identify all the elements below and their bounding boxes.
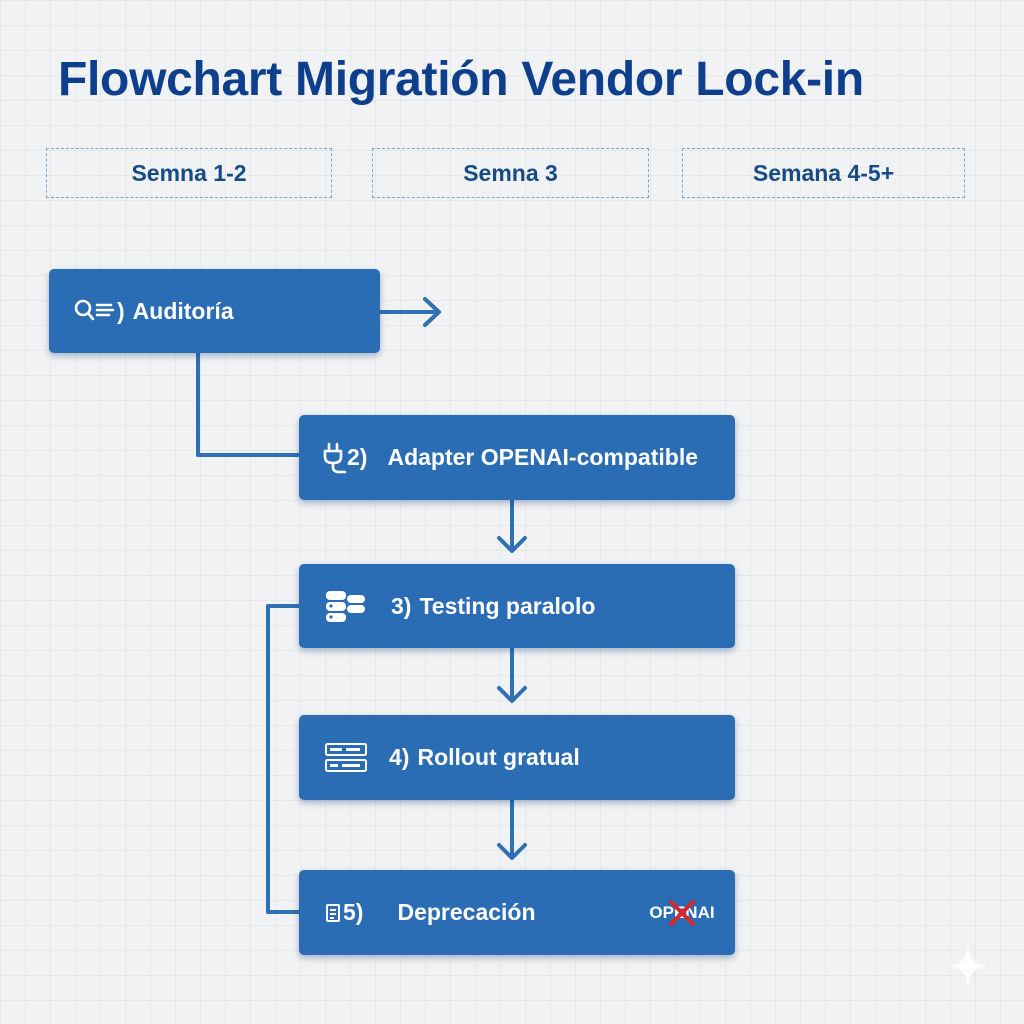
arrow-adapter-to-testing bbox=[497, 498, 527, 553]
connector-testing-to-deprecation bbox=[266, 604, 302, 914]
red-x-icon bbox=[669, 899, 695, 926]
step-label: Deprecación bbox=[397, 899, 536, 925]
step-number: 3) bbox=[391, 592, 412, 619]
step-testing[interactable]: 3) Testing paralolo bbox=[299, 564, 735, 648]
phase-week-4-5: Semana 4-5+ bbox=[682, 148, 965, 198]
step-rollout[interactable]: 4) Rollout gratual bbox=[299, 715, 735, 800]
phase-week-3: Semna 3 bbox=[372, 148, 649, 198]
step-label: Adapter OPENAI-compatible bbox=[387, 444, 698, 470]
step-label: Rollout gratual bbox=[417, 744, 580, 770]
database-icon bbox=[325, 589, 367, 623]
step-label: Auditoría bbox=[132, 297, 234, 324]
plug-icon bbox=[321, 441, 347, 475]
search-list-icon bbox=[73, 297, 117, 325]
step-number: 5) bbox=[343, 899, 364, 925]
step-number: ) bbox=[117, 297, 125, 324]
step-number: 4) bbox=[389, 744, 410, 770]
server-rack-icon bbox=[325, 742, 367, 774]
step-adapter[interactable]: 2) Adapter OPENAI-compatible bbox=[299, 415, 735, 500]
diagram-title: Flowchart Migratión Vendor Lock-in bbox=[58, 53, 864, 106]
sparkle-icon bbox=[948, 946, 988, 986]
arrow-testing-to-rollout bbox=[497, 646, 527, 703]
step-deprecacion[interactable]: 5) Deprecación OPENAI bbox=[299, 870, 735, 955]
step-number: 2) bbox=[347, 444, 368, 470]
arrow-rollout-to-deprecation bbox=[497, 798, 527, 860]
phase-week-1-2: Semna 1-2 bbox=[46, 148, 332, 198]
deprecated-openai-badge: OPENAI bbox=[649, 898, 715, 928]
step-auditoria[interactable]: ) Auditoría bbox=[49, 269, 380, 353]
connector-audit-to-adapter bbox=[196, 351, 302, 457]
document-icon bbox=[325, 903, 341, 923]
arrow-audit-right bbox=[378, 297, 441, 327]
step-label: Testing paralolo bbox=[419, 592, 596, 619]
